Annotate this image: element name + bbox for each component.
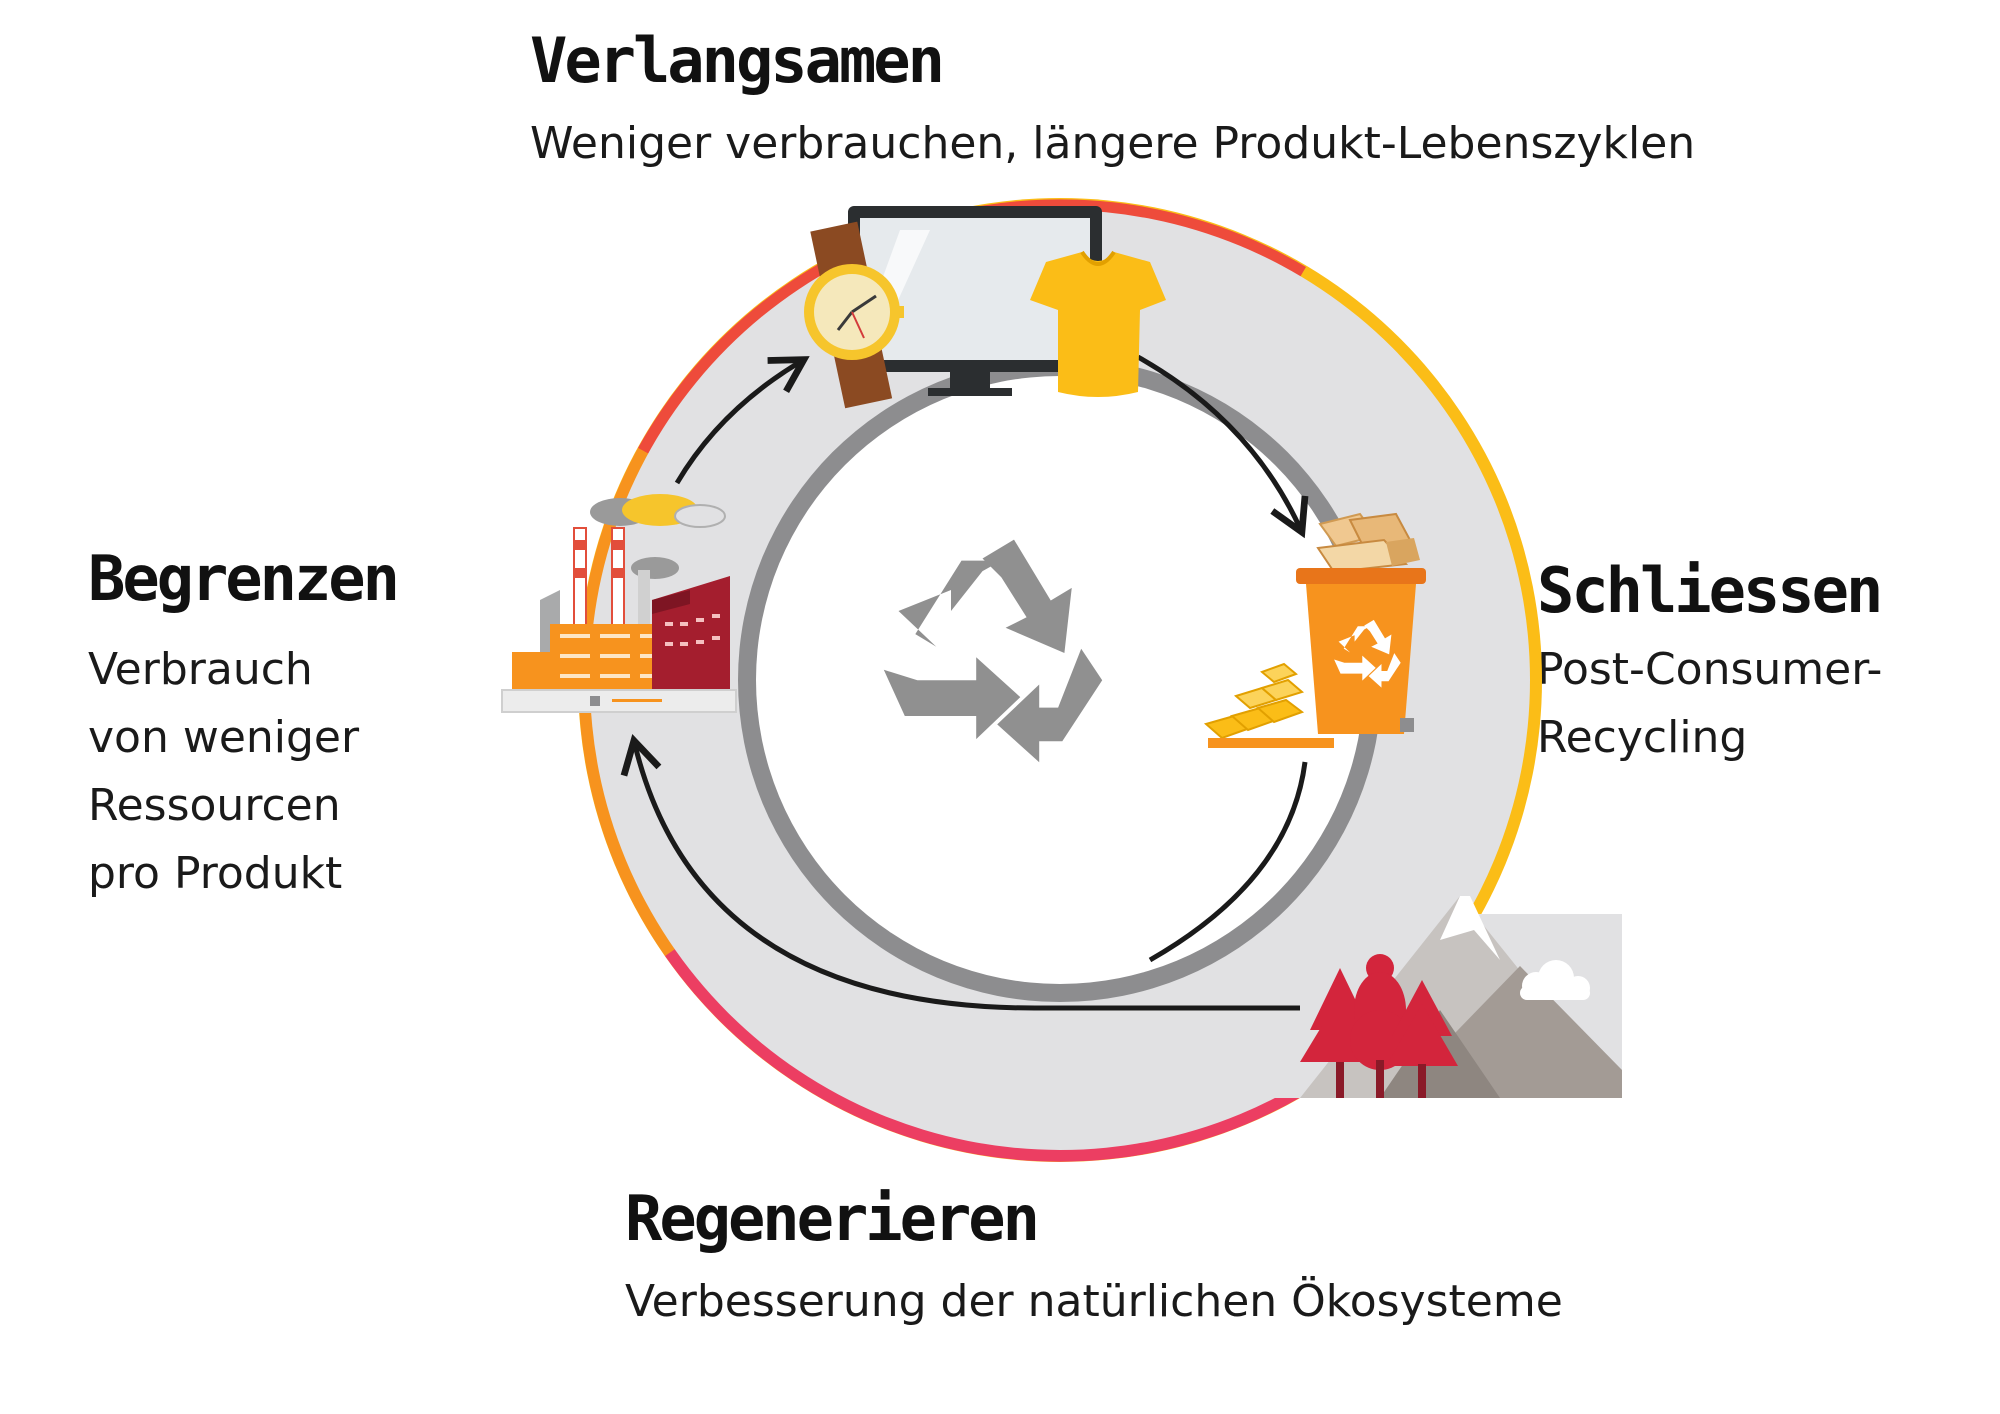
- monitor-icon: [848, 206, 1102, 396]
- tshirt-icon: [1030, 250, 1166, 397]
- landscape: [1300, 896, 1622, 1098]
- desc-schliessen-line: Recycling: [1537, 712, 1748, 763]
- desc-begrenzen-line: pro Produkt: [88, 848, 343, 899]
- heading-regenerieren: Regenerieren: [625, 1182, 1040, 1255]
- desc-begrenzen-line: Verbrauch: [88, 644, 313, 695]
- desc-schliessen: Post-Consumer- Recycling: [1537, 636, 1882, 772]
- cloud-icon: [1520, 960, 1590, 1000]
- desc-verlangsamen: Weniger verbrauchen, längere Produkt-Leb…: [530, 118, 1696, 169]
- arrow-icon: [674, 356, 810, 485]
- watch-icon: [804, 221, 904, 409]
- arrow-icon: [620, 734, 1300, 1011]
- cycle-arrows: [620, 354, 1309, 1011]
- boxes-icon: [1316, 512, 1420, 574]
- heading-schliessen: Schliessen: [1537, 554, 1883, 627]
- arrow-icon: [1148, 761, 1308, 963]
- factory-icon: [501, 494, 737, 713]
- recycle-icon: [883, 539, 1103, 763]
- heading-begrenzen: Begrenzen: [88, 542, 400, 615]
- recycling-bin-icon: [1296, 568, 1426, 734]
- desc-regenerieren: Verbesserung der natürlichen Ökosysteme: [625, 1276, 1563, 1327]
- trees-icon: [1300, 954, 1458, 1098]
- desc-begrenzen-line: Ressourcen: [88, 780, 341, 831]
- inner-disc: [756, 376, 1364, 984]
- arrow-icon: [1136, 354, 1309, 539]
- heading-verlangsamen: Verlangsamen: [530, 24, 945, 97]
- desc-schliessen-line: Post-Consumer-: [1537, 644, 1883, 695]
- desc-begrenzen: Verbrauch von weniger Ressourcen pro Pro…: [88, 636, 359, 908]
- gold-bars-icon: [1203, 662, 1334, 748]
- desc-begrenzen-line: von weniger: [88, 712, 360, 763]
